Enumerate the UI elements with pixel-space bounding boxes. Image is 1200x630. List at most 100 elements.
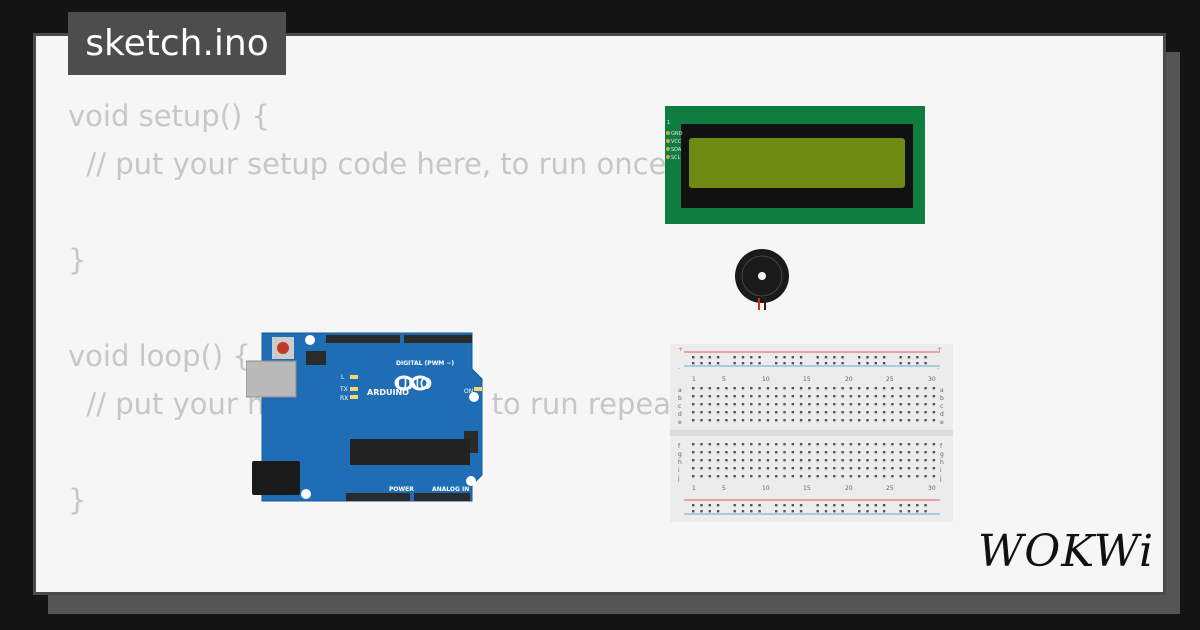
breadboard-hole[interactable] <box>708 403 711 406</box>
breadboard-hole[interactable] <box>874 362 877 365</box>
breadboard-hole[interactable] <box>841 510 844 513</box>
breadboard-hole[interactable] <box>799 403 803 406</box>
breadboard-hole[interactable] <box>833 467 836 470</box>
breadboard-hole[interactable] <box>808 467 811 470</box>
breadboard-hole[interactable] <box>708 451 711 454</box>
breadboard-hole[interactable] <box>725 403 728 406</box>
breadboard-hole[interactable] <box>841 356 844 359</box>
breadboard-hole[interactable] <box>741 443 745 446</box>
lcd-pin-scl[interactable] <box>666 155 670 159</box>
breadboard-hole[interactable] <box>932 419 936 422</box>
breadboard-hole[interactable] <box>708 395 711 398</box>
breadboard-hole[interactable] <box>733 475 736 478</box>
breadboard-hole[interactable] <box>924 395 927 398</box>
breadboard-hole[interactable] <box>692 387 695 390</box>
breadboard-hole[interactable] <box>866 475 869 478</box>
breadboard-hole[interactable] <box>808 395 811 398</box>
breadboard-hole[interactable] <box>799 459 803 462</box>
breadboard-hole[interactable] <box>841 362 844 365</box>
breadboard-hole[interactable] <box>733 443 736 446</box>
breadboard-hole[interactable] <box>899 387 902 390</box>
breadboard-hole[interactable] <box>816 387 819 390</box>
breadboard-hole[interactable] <box>858 459 861 462</box>
breadboard-hole[interactable] <box>733 387 736 390</box>
breadboard-hole[interactable] <box>849 419 853 422</box>
breadboard-hole[interactable] <box>708 419 711 422</box>
digital-header-right[interactable] <box>404 335 472 343</box>
breadboard-hole[interactable] <box>783 459 786 462</box>
breadboard-hole[interactable] <box>874 387 877 390</box>
breadboard-hole[interactable] <box>758 395 761 398</box>
breadboard-hole[interactable] <box>824 451 828 454</box>
breadboard-hole[interactable] <box>858 451 861 454</box>
breadboard-hole[interactable] <box>882 403 886 406</box>
breadboard-hole[interactable] <box>692 411 695 414</box>
power-header[interactable] <box>346 493 410 501</box>
breadboard-hole[interactable] <box>775 362 778 365</box>
breadboard-hole[interactable] <box>858 395 861 398</box>
breadboard-hole[interactable] <box>716 510 720 513</box>
breadboard-hole[interactable] <box>841 395 844 398</box>
breadboard-hole[interactable] <box>708 467 711 470</box>
breadboard-hole[interactable] <box>758 451 761 454</box>
breadboard-hole[interactable] <box>824 504 828 507</box>
breadboard-hole[interactable] <box>758 419 761 422</box>
breadboard-hole[interactable] <box>916 403 919 406</box>
lcd-pin-vcc[interactable] <box>666 139 670 143</box>
breadboard-hole[interactable] <box>824 443 828 446</box>
breadboard-hole[interactable] <box>783 510 786 513</box>
breadboard-hole[interactable] <box>766 467 770 470</box>
breadboard-hole[interactable] <box>907 504 911 507</box>
breadboard-hole[interactable] <box>866 459 869 462</box>
breadboard-hole[interactable] <box>849 403 853 406</box>
breadboard-hole[interactable] <box>692 451 695 454</box>
breadboard-hole[interactable] <box>741 451 745 454</box>
breadboard-hole[interactable] <box>882 356 886 359</box>
breadboard-hole[interactable] <box>882 510 886 513</box>
breadboard-hole[interactable] <box>783 356 786 359</box>
breadboard-hole[interactable] <box>899 395 902 398</box>
breadboard-hole[interactable] <box>824 403 828 406</box>
breadboard-hole[interactable] <box>858 411 861 414</box>
breadboard-hole[interactable] <box>692 362 695 365</box>
breadboard-hole[interactable] <box>932 403 936 406</box>
breadboard-hole[interactable] <box>833 510 836 513</box>
breadboard-hole[interactable] <box>924 356 927 359</box>
analog-header[interactable] <box>414 493 470 501</box>
breadboard-hole[interactable] <box>700 467 703 470</box>
breadboard-hole[interactable] <box>882 504 886 507</box>
breadboard-hole[interactable] <box>808 419 811 422</box>
breadboard-hole[interactable] <box>916 362 919 365</box>
breadboard-hole[interactable] <box>833 475 836 478</box>
lcd-pin-gnd[interactable] <box>666 131 670 135</box>
breadboard-hole[interactable] <box>824 467 828 470</box>
breadboard-hole[interactable] <box>700 411 703 414</box>
breadboard-hole[interactable] <box>816 356 819 359</box>
breadboard-hole[interactable] <box>791 443 794 446</box>
breadboard-hole[interactable] <box>916 459 919 462</box>
breadboard-hole[interactable] <box>775 504 778 507</box>
file-tab-sketch[interactable]: sketch.ino <box>68 12 286 75</box>
breadboard-hole[interactable] <box>891 411 894 414</box>
breadboard-hole[interactable] <box>907 443 911 446</box>
breadboard-hole[interactable] <box>866 387 869 390</box>
breadboard-hole[interactable] <box>725 467 728 470</box>
breadboard-hole[interactable] <box>758 411 761 414</box>
breadboard-hole[interactable] <box>708 504 711 507</box>
breadboard-hole[interactable] <box>766 475 770 478</box>
breadboard-hole[interactable] <box>741 510 745 513</box>
breadboard-hole[interactable] <box>708 510 711 513</box>
breadboard-hole[interactable] <box>858 443 861 446</box>
breadboard-hole[interactable] <box>907 475 911 478</box>
breadboard-hole[interactable] <box>808 443 811 446</box>
breadboard-hole[interactable] <box>874 475 877 478</box>
breadboard-hole[interactable] <box>750 504 753 507</box>
breadboard-hole[interactable] <box>775 387 778 390</box>
breadboard-hole[interactable] <box>775 459 778 462</box>
breadboard-hole[interactable] <box>733 467 736 470</box>
breadboard-hole[interactable] <box>725 451 728 454</box>
breadboard-hole[interactable] <box>924 475 927 478</box>
breadboard-hole[interactable] <box>791 451 794 454</box>
breadboard-hole[interactable] <box>750 411 753 414</box>
breadboard-hole[interactable] <box>924 403 927 406</box>
